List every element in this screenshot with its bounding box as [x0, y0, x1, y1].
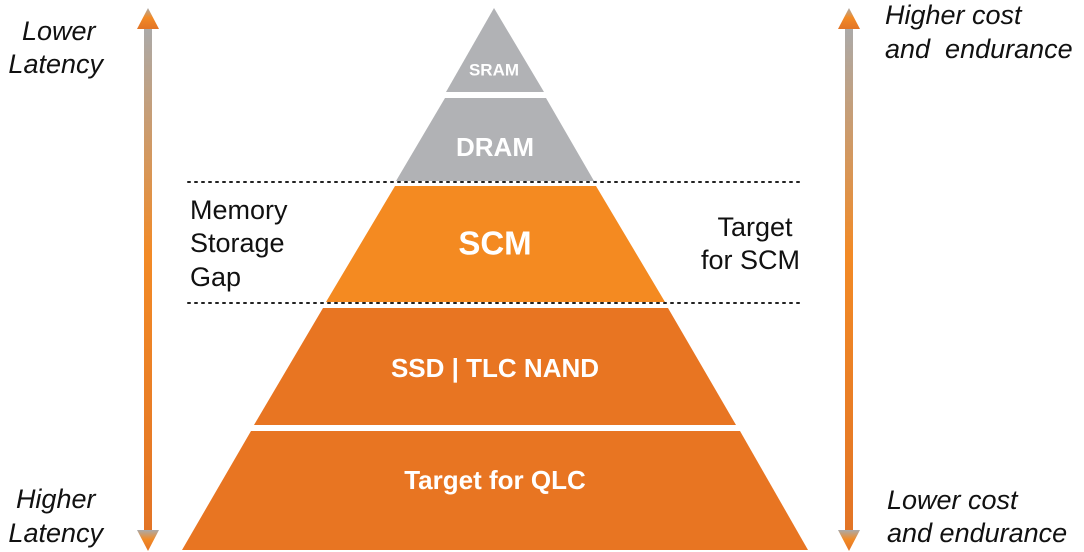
- left-arrow-head-up: [137, 8, 159, 29]
- tier-target-qlc: [182, 431, 808, 550]
- tier-sram: [446, 8, 544, 92]
- tier-dram: [396, 98, 594, 181]
- higher-cost-endurance-label: Higher cost and endurance: [0, 0, 1084, 64]
- higher-latency-label: Higher Latency: [8, 484, 104, 548]
- right-arrow-head-down: [838, 530, 860, 551]
- tier-ssd-tlc-nand: [254, 308, 736, 425]
- pyramid: SRAM DRAM SCM SSD | TLC NAND Target for …: [182, 8, 808, 550]
- lower-latency-label: Lower Latency: [8, 16, 104, 79]
- target-for-scm-label: Target for SCM: [701, 212, 800, 275]
- right-arrow-head-up: [838, 8, 860, 29]
- tier-scm: [326, 186, 665, 302]
- left-arrow-shaft: [144, 26, 152, 534]
- left-arrow-head-down: [137, 530, 159, 551]
- tier-label-target-qlc: Target for QLC: [404, 465, 586, 495]
- left-latency-arrow: [137, 8, 159, 551]
- right-cost-arrow: [838, 8, 860, 551]
- tier-label-scm: SCM: [458, 225, 531, 262]
- tier-label-sram: SRAM: [469, 60, 519, 79]
- lower-cost-endurance-label: Lower cost and endurance: [887, 485, 1067, 548]
- right-arrow-shaft: [845, 26, 853, 534]
- memory-storage-gap-label: Memory Storage Gap: [190, 195, 295, 292]
- tier-label-ssd-tlc-nand: SSD | TLC NAND: [391, 353, 599, 383]
- tier-label-dram: DRAM: [456, 132, 534, 162]
